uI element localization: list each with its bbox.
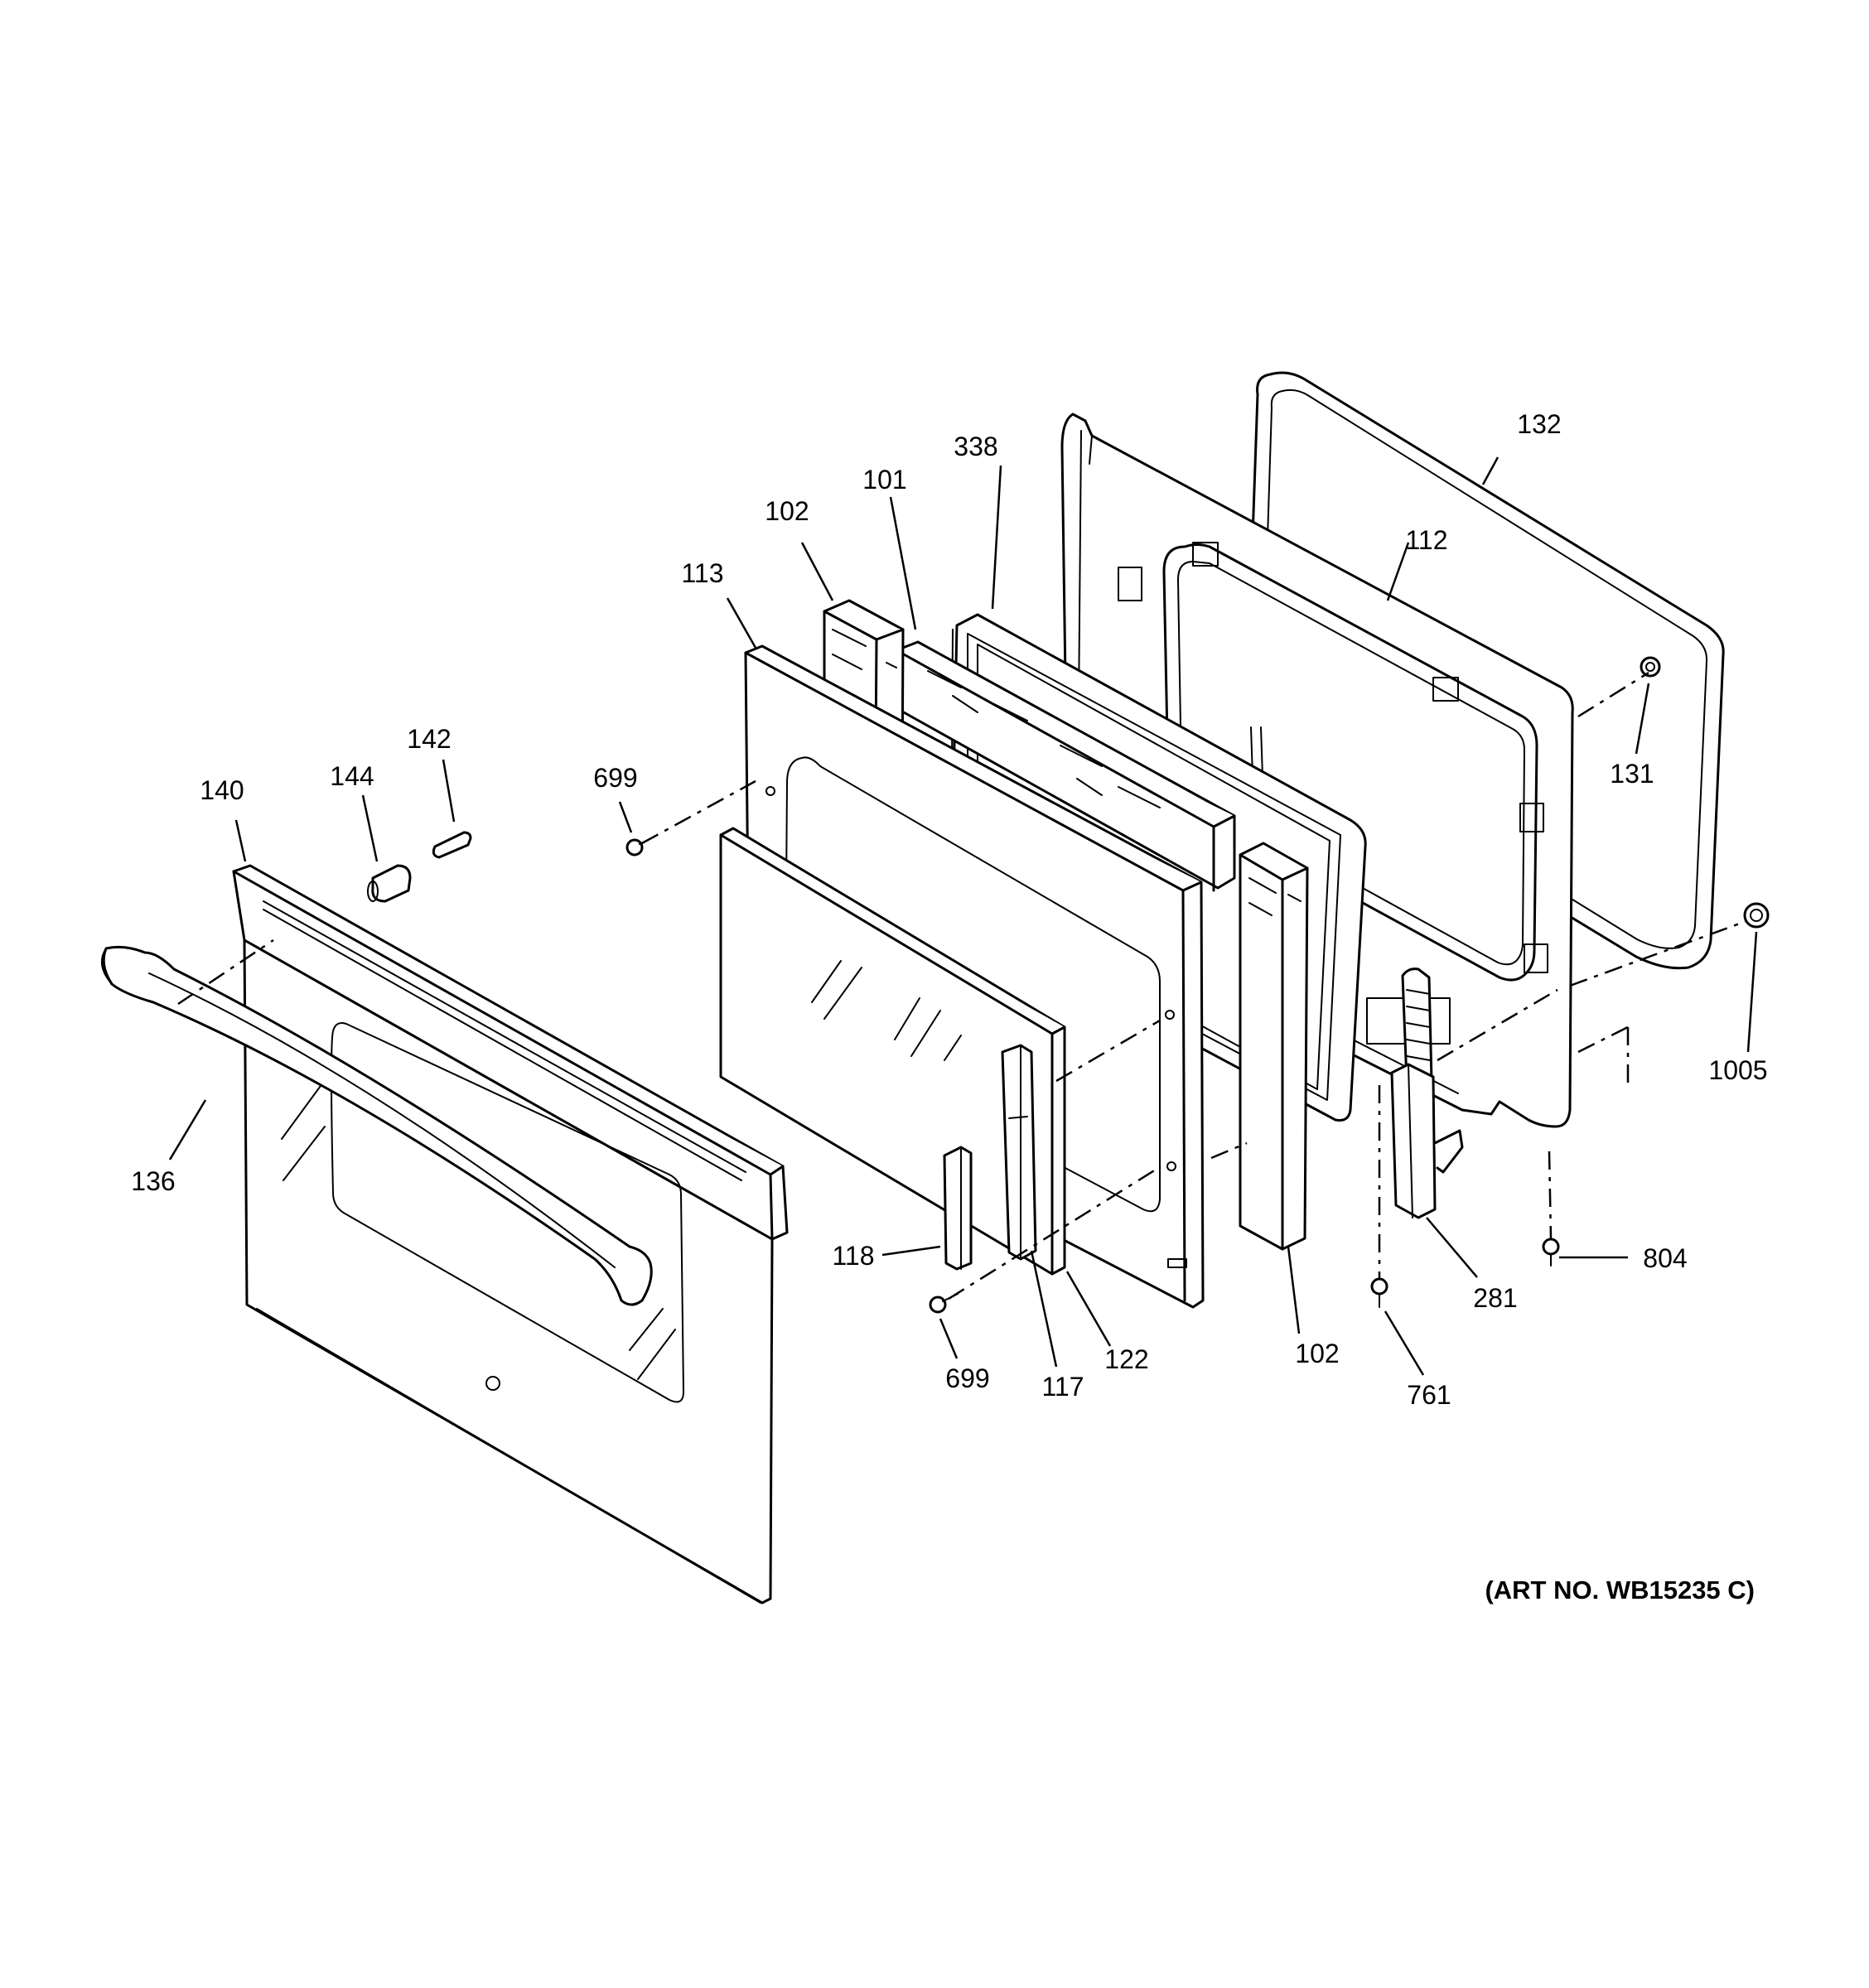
callout-117: 117 (1041, 1372, 1084, 1402)
callout-113: 113 (681, 558, 723, 588)
callout-131: 131 (1610, 759, 1654, 789)
leader-lines (168, 456, 1758, 1376)
callout-338: 338 (954, 432, 997, 461)
part-140-front-door-panel (232, 864, 789, 1604)
part-122-inner-glass (719, 827, 1066, 1276)
part-101-insulation-block (895, 640, 1236, 892)
part-102-insulation-strip-lower (1239, 842, 1309, 1251)
callout-132: 132 (1517, 409, 1561, 439)
callout-140: 140 (200, 775, 244, 805)
callout-699-top: 699 (593, 763, 637, 793)
callout-761: 761 (1407, 1380, 1451, 1410)
callout-102-bottom: 102 (1295, 1339, 1339, 1368)
part-118-hinge-bracket (943, 1146, 973, 1271)
callout-102-top: 102 (765, 496, 809, 526)
part-117-hinge-channel (1001, 1044, 1037, 1261)
part-144-handle-spacer (367, 864, 412, 903)
callout-101: 101 (862, 465, 906, 495)
part-761-screw (1370, 1277, 1388, 1308)
part-136-door-handle (100, 945, 653, 1306)
part-131-bumper (1640, 656, 1661, 678)
callout-118: 118 (832, 1241, 874, 1271)
callout-144: 144 (330, 761, 374, 791)
callout-699-bottom: 699 (945, 1363, 989, 1393)
part-804-screw (1542, 1238, 1560, 1267)
callout-281: 281 (1473, 1283, 1517, 1313)
part-1005-screw (1743, 902, 1770, 929)
callout-112: 112 (1405, 525, 1447, 555)
assembly-lines (177, 671, 1747, 1300)
callout-142: 142 (407, 724, 451, 754)
callout-804: 804 (1643, 1243, 1687, 1273)
art-number: (ART NO. WB15235 C) (1485, 1575, 1755, 1604)
part-142-handle-screw (432, 831, 472, 859)
part-281-hinge-assembly (1390, 967, 1464, 1219)
callout-labels: 132 338 101 102 113 112 131 699 142 144 … (131, 409, 1767, 1410)
callout-136: 136 (131, 1166, 175, 1196)
callout-1005: 1005 (1708, 1055, 1767, 1085)
callout-122: 122 (1104, 1344, 1148, 1374)
